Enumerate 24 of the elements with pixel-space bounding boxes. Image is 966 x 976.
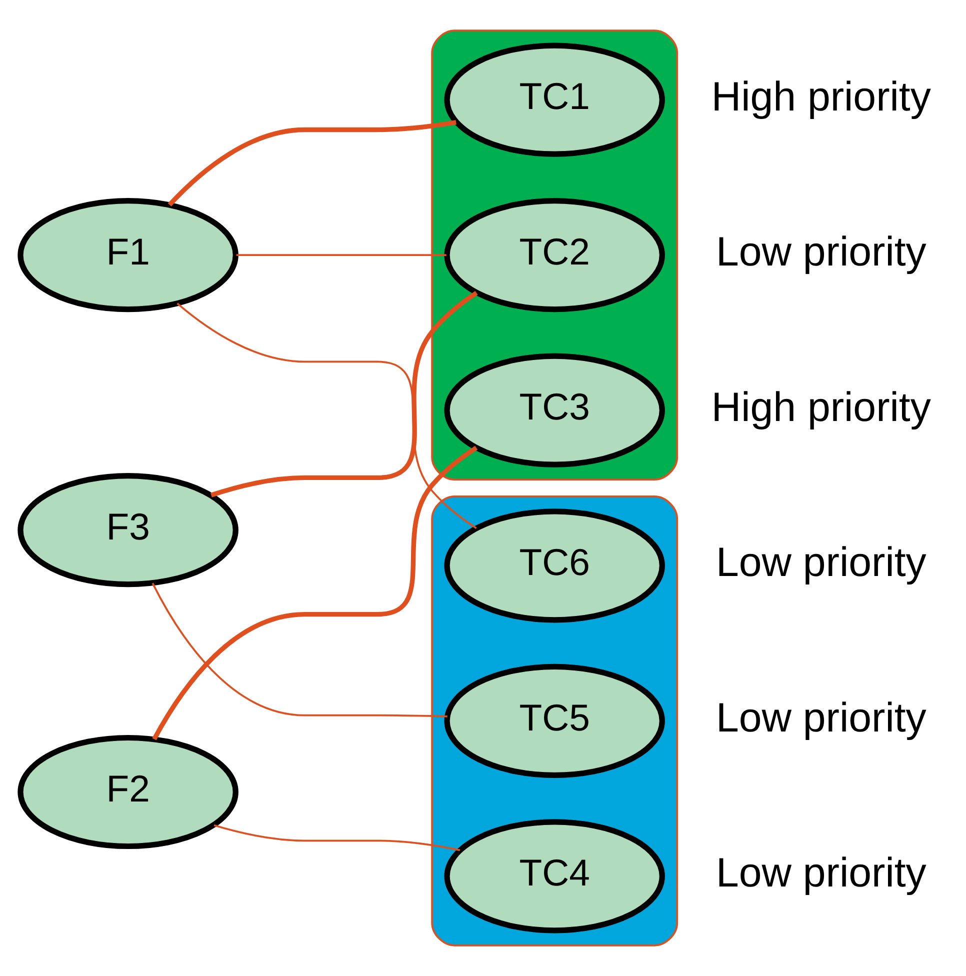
- node-label: High priority: [710, 73, 930, 120]
- node-ellipse: TC5: [444, 664, 664, 778]
- connector: [213, 824, 460, 852]
- cluster: [430, 495, 678, 946]
- node-ellipse: TC3: [444, 353, 664, 468]
- node-label: Low priority: [716, 694, 926, 740]
- node-ellipse: F2: [17, 734, 238, 850]
- connector: [151, 582, 447, 718]
- connector: [167, 120, 456, 206]
- node-ellipse: F3: [17, 473, 238, 588]
- connector: [152, 446, 478, 740]
- node-label: High priority: [710, 384, 930, 430]
- connector: [236, 254, 446, 256]
- node-ellipse: F1: [17, 198, 238, 312]
- node-ellipse: TC6: [444, 508, 664, 623]
- node-ellipse: TC1: [444, 42, 664, 157]
- connector: [210, 291, 478, 498]
- node-label: Low priority: [716, 539, 926, 586]
- connector: [176, 302, 476, 529]
- node-ellipse: TC4: [444, 819, 664, 934]
- node-ellipse: TC2: [444, 198, 664, 312]
- cluster: [430, 30, 678, 481]
- node-label: Low priority: [716, 850, 926, 896]
- node-label: Low priority: [716, 228, 926, 275]
